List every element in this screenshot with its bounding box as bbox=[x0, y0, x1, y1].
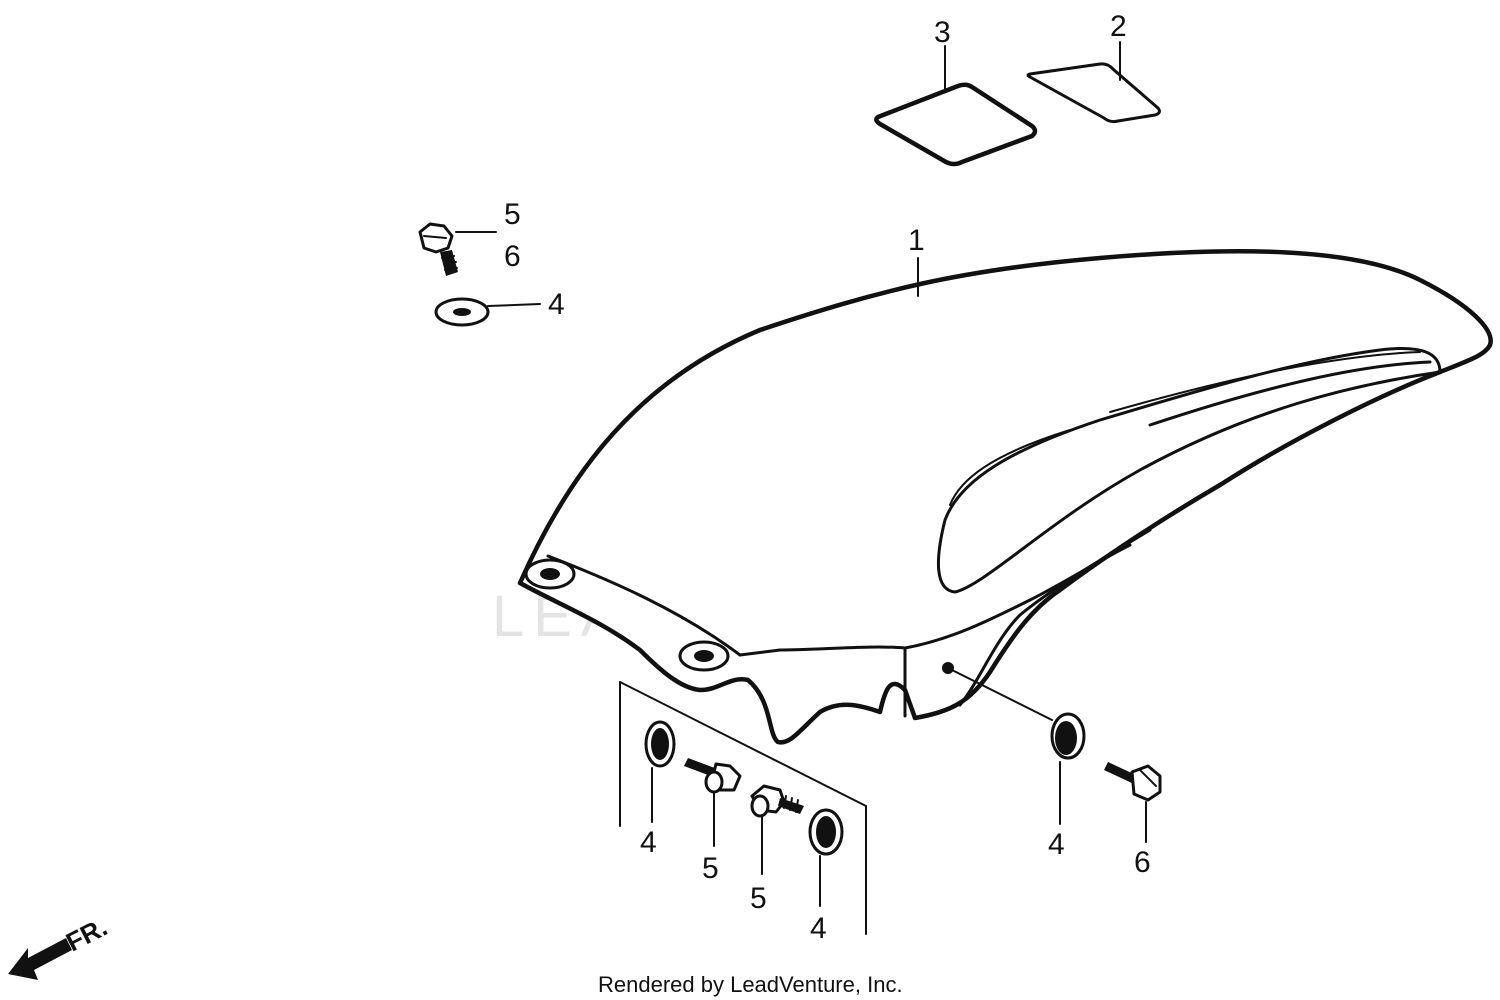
credit-line: Rendered by LeadVenture, Inc. bbox=[598, 972, 903, 997]
washer-top bbox=[434, 297, 490, 327]
callout-washer-lower-1: 4 bbox=[640, 826, 657, 859]
washer-right bbox=[1050, 712, 1086, 760]
front-direction-indicator: FR. bbox=[8, 912, 112, 980]
callout-fender: 1 bbox=[908, 224, 925, 257]
callout-washer-lower-2: 4 bbox=[810, 912, 827, 945]
bolt-top bbox=[418, 222, 458, 276]
washer-lower-2 bbox=[808, 808, 844, 856]
callout-bolt-top-alt: 6 bbox=[504, 240, 521, 273]
callout-bolt-right: 6 bbox=[1134, 846, 1151, 879]
callout-bolt-lower-2: 5 bbox=[750, 882, 767, 915]
hardware-group-frame bbox=[619, 681, 867, 935]
callout-washer-right: 4 bbox=[1048, 828, 1065, 861]
callout-decal-small: 2 bbox=[1110, 10, 1127, 43]
callout-bolt-lower-1: 5 bbox=[702, 852, 719, 885]
bolt-lower-2 bbox=[750, 784, 804, 818]
decal-small bbox=[1026, 62, 1161, 124]
washer-lower-1 bbox=[644, 720, 676, 768]
bolt-lower-1 bbox=[684, 758, 742, 794]
front-arrow-icon bbox=[8, 938, 72, 980]
rear-fender bbox=[517, 249, 1493, 745]
bolt-right bbox=[1104, 762, 1162, 802]
callout-decal-large: 3 bbox=[934, 16, 951, 49]
decal-large bbox=[874, 82, 1038, 167]
callout-bolt-top: 5 bbox=[504, 198, 521, 231]
callout-washer-top: 4 bbox=[548, 288, 565, 321]
